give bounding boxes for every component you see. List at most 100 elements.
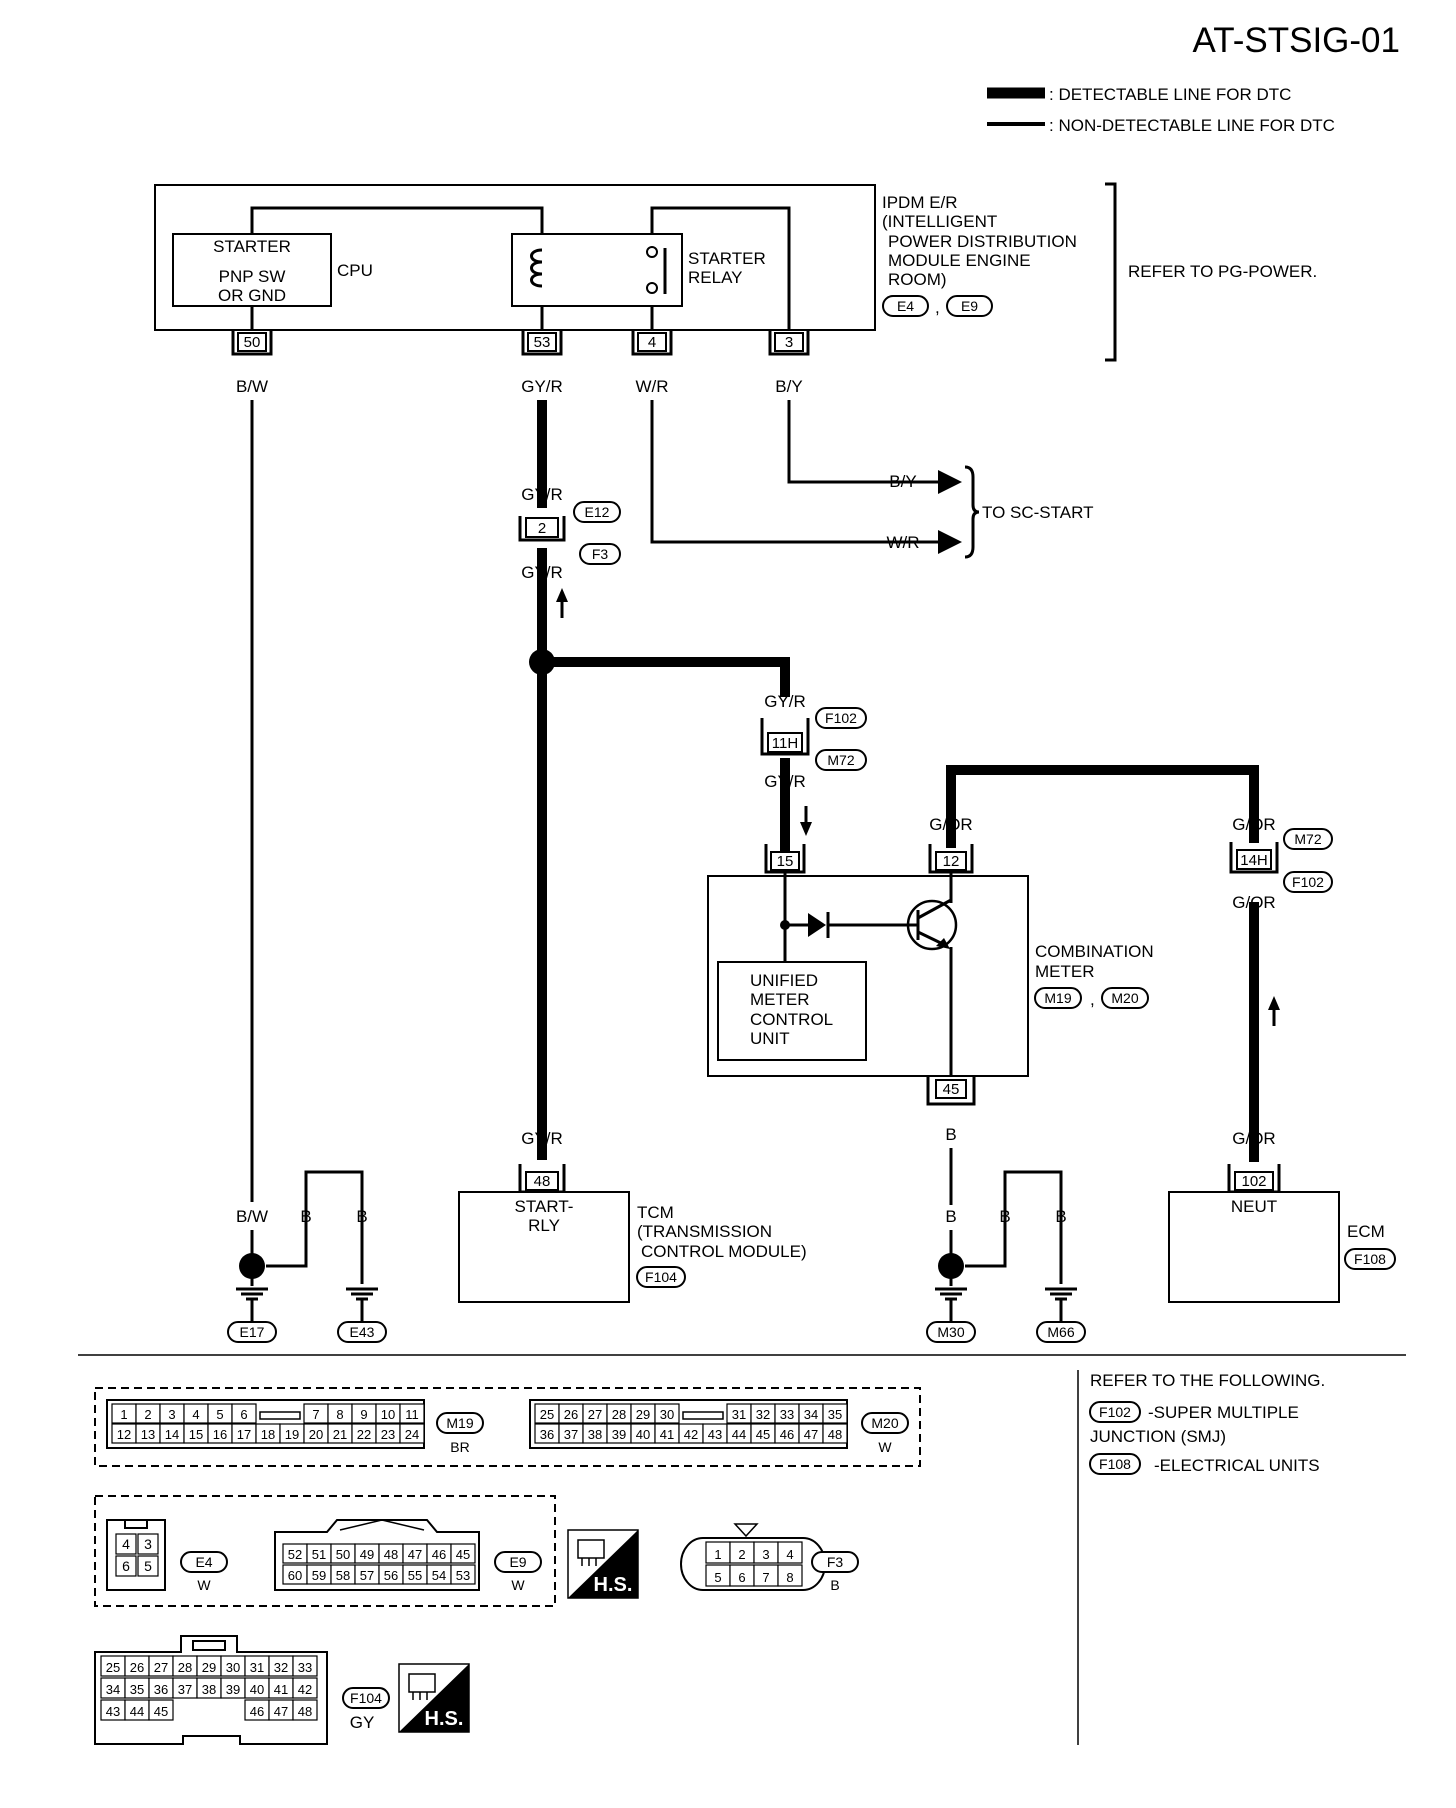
wire-wr-label: W/R — [635, 377, 668, 396]
ipdm-er-module: STARTER PNP SW OR GND CPU STARTER RELAY … — [154, 182, 1317, 362]
m19-pin-label: 11 — [405, 1407, 419, 1422]
j3-conn-m72: M72 — [1294, 831, 1321, 847]
m19-m20-group — [94, 1387, 921, 1467]
e9-pin-label: 46 — [432, 1547, 446, 1562]
m20-pin-label: 41 — [660, 1427, 674, 1442]
meter-conn-m20: M20 — [1111, 990, 1138, 1006]
f104-pin-label: 32 — [274, 1660, 288, 1675]
connector-view-e4: 4 3 6 5 — [106, 1519, 166, 1591]
f104-pin-label: 44 — [130, 1704, 144, 1719]
meter-pin-12: 12 — [943, 853, 960, 870]
ipdm-desc-2: (INTELLIGENT — [882, 212, 997, 231]
f104-pin-label: 33 — [298, 1660, 312, 1675]
j1-pin: 2 — [538, 520, 546, 537]
f104-id: F104 — [350, 1690, 382, 1706]
m20-pin-label: 40 — [636, 1427, 650, 1442]
ecm: G/OR 102 NEUT ECM F108 — [1168, 1129, 1396, 1303]
m19-pin-label: 4 — [192, 1407, 199, 1422]
f3-pin-label: 5 — [714, 1570, 721, 1585]
m20-pin-label: 26 — [564, 1407, 578, 1422]
e4-id: E4 — [195, 1554, 212, 1570]
m20-pin-label: 38 — [588, 1427, 602, 1442]
j1-wire-bottom: GY/R — [521, 563, 563, 582]
gnd-m66: M66 — [1047, 1324, 1074, 1340]
meter-b-label: B — [945, 1125, 956, 1144]
cpu-gnd-label: OR GND — [218, 286, 286, 305]
m20-pin-label: 37 — [564, 1427, 578, 1442]
f104-pin-label: 40 — [250, 1682, 264, 1697]
f104-pin-label: 34 — [106, 1682, 120, 1697]
hs-label-2: H.S. — [425, 1708, 464, 1730]
m19-pin-label: 14 — [165, 1427, 179, 1442]
m19-pin-cell — [399, 1423, 425, 1444]
arrow-up-icon — [1268, 996, 1280, 1010]
cpu-starter-label: STARTER — [213, 237, 291, 256]
tcm: GY/R 48 START- RLY TCM (TRANSMISSION CON… — [458, 1129, 807, 1303]
f3-pin-label: 7 — [762, 1570, 769, 1585]
to-sc-start-label: TO SC-START — [982, 503, 1093, 522]
ecm-conn-f108: F108 — [1354, 1251, 1386, 1267]
m19-pin-label: 22 — [357, 1427, 371, 1442]
e9-pin-label: 48 — [384, 1547, 398, 1562]
tcm-conn-f104: F104 — [645, 1269, 677, 1285]
ipdm-desc-5: ROOM) — [888, 270, 947, 289]
m20-id: M20 — [871, 1415, 898, 1431]
gnd-right-w1: B — [945, 1207, 956, 1226]
f104-pin-label: 48 — [298, 1704, 312, 1719]
m19-pin-label: 16 — [213, 1427, 227, 1442]
m20-pin-label: 48 — [828, 1427, 842, 1442]
e4-e9-group — [94, 1495, 556, 1607]
j3-pin: 14H — [1240, 852, 1268, 869]
m19-pin-label: 6 — [240, 1407, 247, 1422]
m19-pin-label: 9 — [360, 1407, 367, 1422]
pin-53: 53 — [534, 334, 551, 351]
refer-box: REFER TO THE FOLLOWING. F102 -SUPER MULT… — [1089, 1371, 1325, 1475]
splice-gyr — [529, 649, 555, 675]
f3-pin-label: 6 — [738, 1570, 745, 1585]
m20-pin-label: 27 — [588, 1407, 602, 1422]
e9-id: E9 — [509, 1554, 526, 1570]
tcm-desc-1: TCM — [637, 1203, 674, 1222]
meter-pin-45: 45 — [943, 1081, 960, 1098]
umcu-2: METER — [750, 990, 810, 1009]
wire-gyr-branch — [542, 657, 790, 697]
m19-pin-label: 19 — [285, 1427, 299, 1442]
f104-pin-label: 42 — [298, 1682, 312, 1697]
e9-pin-label: 58 — [336, 1568, 350, 1583]
e4-pin-6: 6 — [122, 1558, 130, 1574]
ipdm-desc-4: MODULE ENGINE — [888, 251, 1031, 270]
m20-color: W — [878, 1439, 892, 1455]
connector-hand-icon — [577, 1539, 605, 1566]
tcm-pin-48: 48 — [534, 1173, 551, 1190]
wire-gor — [946, 765, 1259, 848]
j1-conn-f3: F3 — [592, 546, 609, 562]
f104-pin-label: 47 — [274, 1704, 288, 1719]
m20-pin-label: 25 — [540, 1407, 554, 1422]
e9-pin-label: 57 — [360, 1568, 374, 1583]
refer-pg-power: REFER TO PG-POWER. — [1128, 262, 1317, 281]
m20-pin-label: 44 — [732, 1427, 746, 1442]
m19-id: M19 — [446, 1415, 473, 1431]
m20-pin-label: 45 — [756, 1427, 770, 1442]
ground-icon — [1045, 1287, 1077, 1301]
f104-pin-label: 45 — [154, 1704, 168, 1719]
refer-item-1-text-2: JUNCTION (SMJ) — [1090, 1427, 1226, 1446]
relay-label-1: STARTER — [688, 249, 766, 268]
m19-pin-label: 5 — [216, 1407, 223, 1422]
m20-pin-label: 39 — [612, 1427, 626, 1442]
m20-pin-label: 43 — [708, 1427, 722, 1442]
ecm-label: ECM — [1347, 1222, 1385, 1241]
diode-icon — [808, 913, 826, 937]
ipdm-pins: 50 53 4 3 B/W GY/R W/R B/Y — [231, 330, 810, 396]
pin-4: 4 — [648, 334, 656, 351]
j2-pin: 11H — [772, 735, 798, 752]
tcm-desc-3: CONTROL MODULE) — [641, 1242, 807, 1261]
f104-pin-label: 36 — [154, 1682, 168, 1697]
m20-pin-label: 29 — [636, 1407, 650, 1422]
wire-wr-sc — [650, 400, 938, 544]
m19-pin-cell — [231, 1403, 257, 1424]
ipdm-conn-comma: , — [935, 298, 940, 317]
umcu-4: UNIT — [750, 1029, 790, 1048]
hs-label-1: H.S. — [594, 1574, 633, 1596]
